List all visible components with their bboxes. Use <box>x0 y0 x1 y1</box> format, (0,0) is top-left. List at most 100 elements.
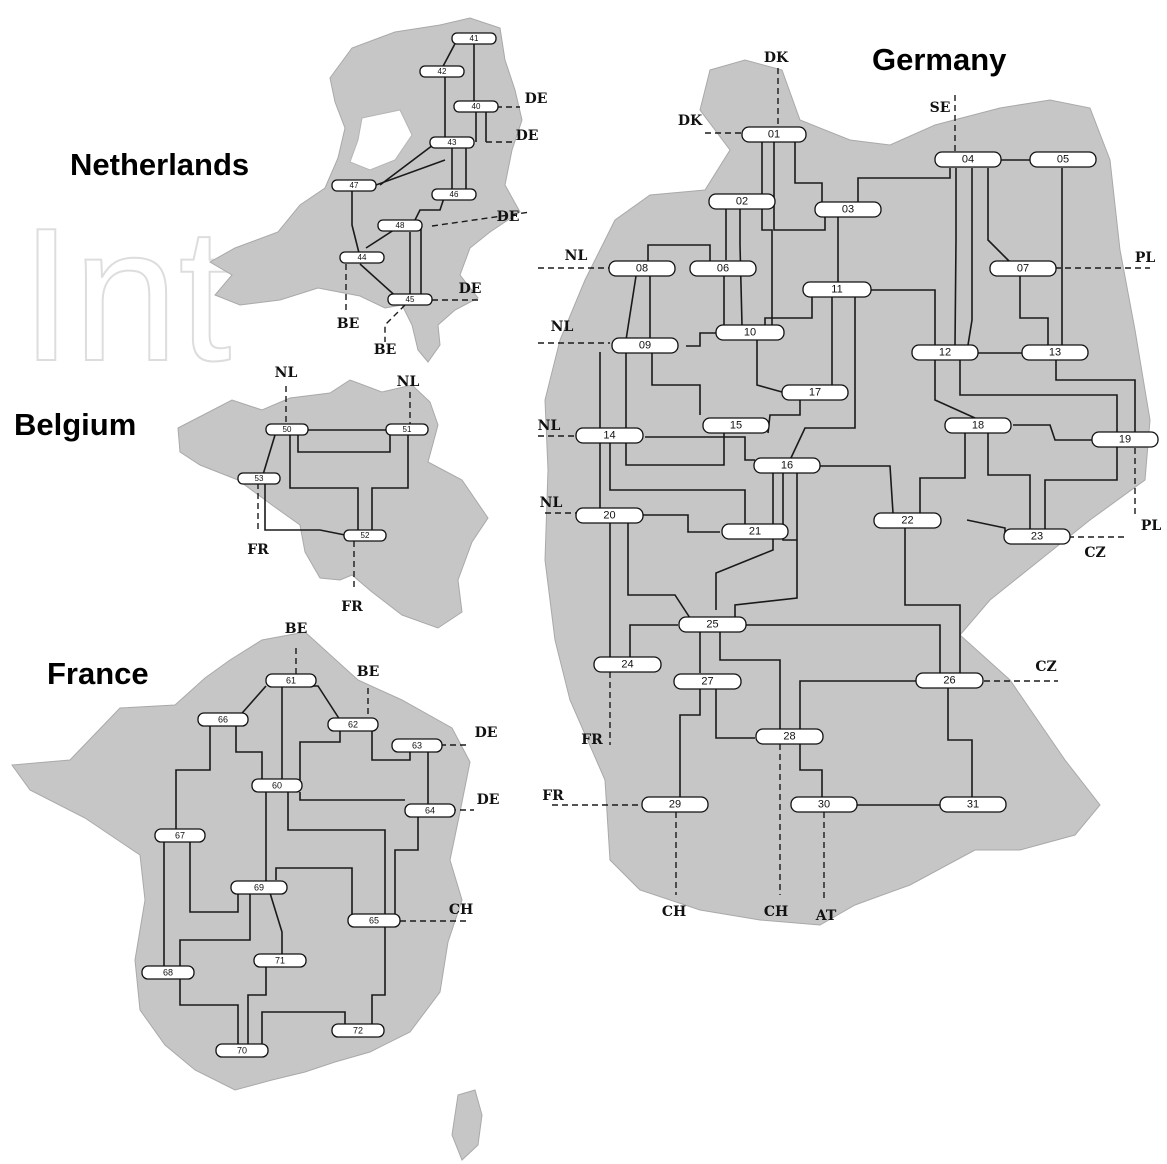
france-landmass <box>11 631 471 1091</box>
node-13: 13 <box>1049 347 1061 359</box>
node-67: 67 <box>175 831 185 841</box>
border-label-be: BE <box>357 664 380 680</box>
france-nodes: 61 66 62 63 60 64 67 69 65 71 68 72 70 <box>141 673 456 1058</box>
germany-title: Germany <box>872 42 1007 77</box>
border-label-be: BE <box>285 621 308 637</box>
node-01: 01 <box>768 129 780 141</box>
node-63: 63 <box>412 741 422 751</box>
node-04: 04 <box>962 154 974 166</box>
netherlands-ijsselmeer <box>349 109 413 171</box>
node-66: 66 <box>218 715 228 725</box>
france-title: France <box>47 656 149 691</box>
node-31: 31 <box>967 799 979 811</box>
node-20: 20 <box>603 510 615 522</box>
node-30: 30 <box>818 799 830 811</box>
node-21: 21 <box>749 526 761 538</box>
node-24: 24 <box>621 659 633 671</box>
node-08: 08 <box>636 263 648 275</box>
border-label-cz: CZ <box>1084 545 1105 561</box>
node-29: 29 <box>669 799 681 811</box>
border-label-de: DE <box>516 128 539 144</box>
node-50: 50 <box>283 425 292 434</box>
border-label-be: BE <box>374 342 397 358</box>
border-label-de: DE <box>459 281 482 297</box>
node-05: 05 <box>1057 154 1069 166</box>
border-label-dk: DK <box>678 113 703 129</box>
germany-network <box>538 68 1150 900</box>
node-27: 27 <box>701 676 713 688</box>
germany-nodes: 01 04 05 02 03 08 06 07 11 10 09 12 13 1… <box>575 126 1159 813</box>
border-label-nl: NL <box>565 248 588 264</box>
germany-landmass <box>544 59 1151 926</box>
node-15: 15 <box>730 420 742 432</box>
node-10: 10 <box>744 327 756 339</box>
border-label-se: SE <box>930 100 951 116</box>
border-label-de: DE <box>497 209 520 225</box>
border-label-at: AT <box>815 908 837 924</box>
border-label-cz: CZ <box>1035 659 1056 675</box>
border-label-fr: FR <box>581 732 603 748</box>
node-19: 19 <box>1119 434 1131 446</box>
border-label-nl: NL <box>538 418 561 434</box>
border-label-nl: NL <box>275 365 298 381</box>
node-18: 18 <box>972 420 984 432</box>
border-labels: DE DE DE DE BE BE NL NL FR FR BE BE DE D… <box>247 50 1161 924</box>
node-26: 26 <box>943 675 955 687</box>
border-label-be: BE <box>337 316 360 332</box>
node-65: 65 <box>369 916 379 926</box>
node-09: 09 <box>639 340 651 352</box>
node-61: 61 <box>286 676 296 686</box>
belgium-network <box>257 386 411 590</box>
node-02: 02 <box>736 196 748 208</box>
watermark: Int <box>20 189 231 401</box>
node-11: 11 <box>831 284 842 296</box>
node-60: 60 <box>272 781 282 791</box>
node-23: 23 <box>1031 531 1043 543</box>
node-12: 12 <box>939 347 951 359</box>
border-label-de: DE <box>525 91 548 107</box>
node-68: 68 <box>163 968 173 978</box>
node-46: 46 <box>450 190 459 199</box>
border-label-ch: CH <box>764 904 788 920</box>
border-label-fr: FR <box>542 788 564 804</box>
netherlands-title: Netherlands <box>70 147 249 182</box>
border-label-ch: CH <box>449 902 473 918</box>
node-64: 64 <box>425 806 435 816</box>
node-52: 52 <box>361 531 370 540</box>
belgium-landmass <box>177 379 489 629</box>
node-16: 16 <box>781 460 793 472</box>
node-06: 06 <box>717 263 729 275</box>
border-label-ch: CH <box>662 904 686 920</box>
border-label-de: DE <box>477 792 500 808</box>
node-48: 48 <box>396 221 405 230</box>
node-71: 71 <box>275 956 285 966</box>
node-70: 70 <box>237 1046 247 1056</box>
node-43: 43 <box>448 138 457 147</box>
node-72: 72 <box>353 1026 363 1036</box>
border-label-fr: FR <box>247 542 269 558</box>
node-14: 14 <box>603 430 615 442</box>
node-44: 44 <box>358 253 367 262</box>
node-53: 53 <box>255 474 264 483</box>
netherlands-network <box>345 37 531 342</box>
node-17: 17 <box>809 387 821 399</box>
border-label-pl: PL <box>1135 250 1156 266</box>
node-22: 22 <box>901 515 913 527</box>
border-label-de: DE <box>475 725 498 741</box>
node-41: 41 <box>470 34 479 43</box>
border-label-nl: NL <box>540 495 563 511</box>
node-45: 45 <box>406 295 415 304</box>
node-07: 07 <box>1017 263 1029 275</box>
node-28: 28 <box>783 731 795 743</box>
node-51: 51 <box>403 425 412 434</box>
belgium-nodes: 50 51 53 52 <box>237 423 429 542</box>
corsica-landmass <box>451 1089 483 1161</box>
node-62: 62 <box>348 720 358 730</box>
belgium-title: Belgium <box>14 407 136 442</box>
node-03: 03 <box>842 204 854 216</box>
node-47: 47 <box>350 181 359 190</box>
netherlands-nodes: 41 42 40 43 47 46 48 44 45 <box>331 32 499 306</box>
border-label-pl: PL <box>1141 518 1162 534</box>
border-label-nl: NL <box>397 374 420 390</box>
